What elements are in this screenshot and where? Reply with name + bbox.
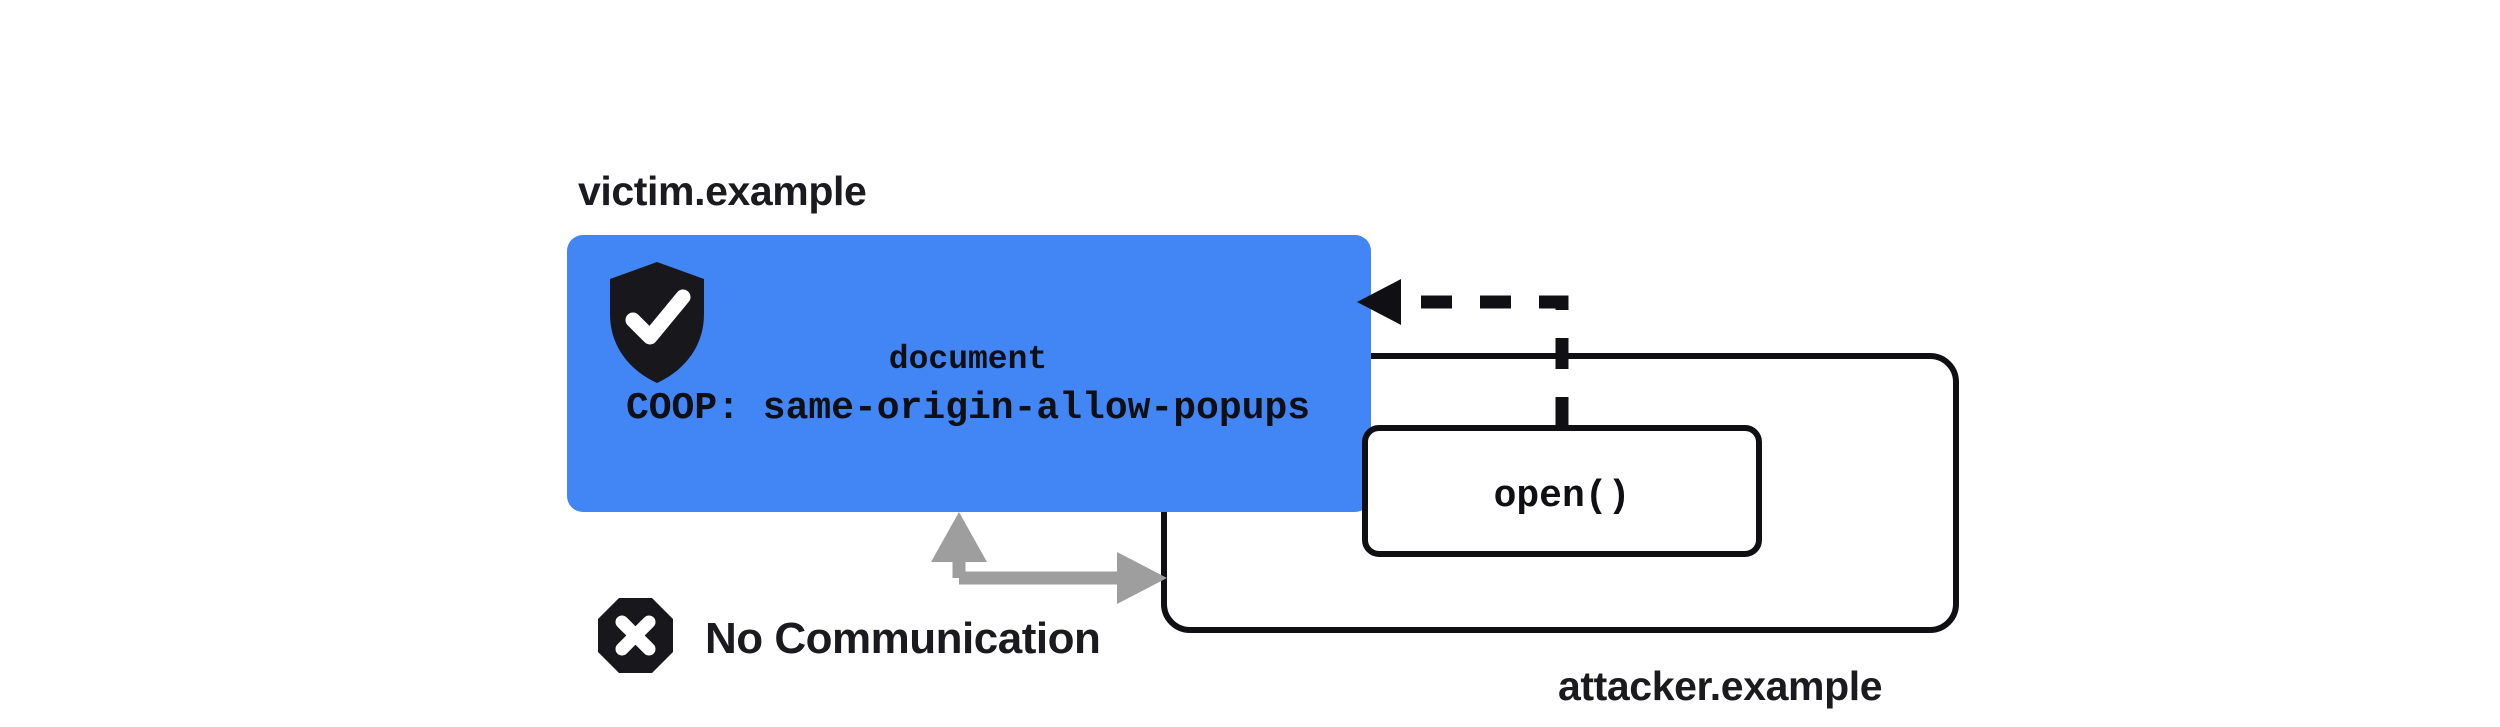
dashed-opener-arrow-group — [1357, 279, 1569, 428]
dashed-opener-arrow-head — [1357, 279, 1401, 325]
victim-document-card-group: document COOP: same-origin-allow-popups — [567, 235, 1371, 512]
attacker-origin-label: attacker.example — [1558, 663, 1882, 709]
no-communication-group: No Communication — [598, 598, 1101, 673]
attacker-frame-group — [1161, 353, 1959, 633]
victim-document-label: document — [889, 341, 1047, 378]
attacker-frame-outline — [1161, 353, 1959, 633]
victim-document-card — [567, 235, 1371, 512]
shield-check-icon — [610, 262, 704, 383]
no-communication-arrow-group — [931, 512, 1167, 604]
open-call-label: open() — [1494, 475, 1631, 518]
no-communication-label: No Communication — [705, 614, 1100, 663]
octagon-x-icon — [598, 598, 673, 673]
no-communication-arrow-head-right — [1117, 552, 1167, 604]
victim-coop-header: COOP: same-origin-allow-popups — [626, 387, 1310, 430]
dashed-opener-arrow-line — [1392, 295, 1569, 428]
open-call-box-group: open() — [1362, 425, 1762, 557]
no-communication-arrow-head-up — [931, 512, 987, 562]
victim-origin-label: victim.example — [578, 168, 866, 214]
